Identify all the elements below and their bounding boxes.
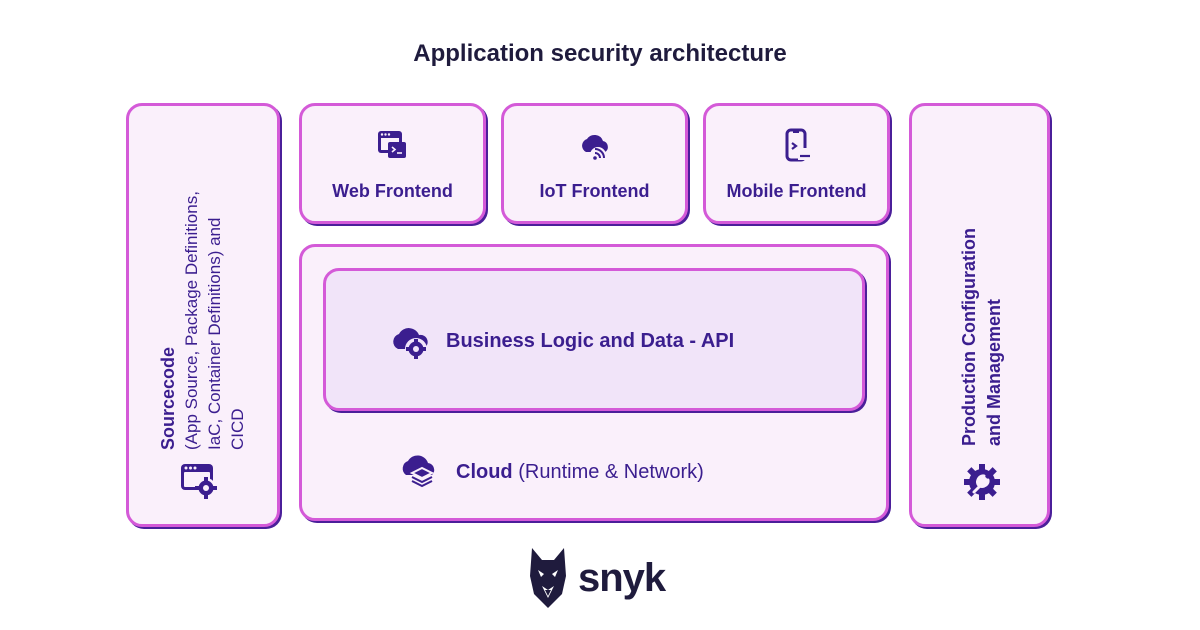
mobile-frontend-box: Mobile Frontend [703, 103, 890, 224]
browser-gear-icon [181, 464, 217, 499]
sourcecode-heading: Sourcecode [158, 346, 178, 450]
snyk-wordmark: snyk [578, 555, 666, 600]
diagram-title: Application security architecture [413, 40, 787, 67]
production-line-2: and Management [984, 298, 1004, 446]
mobile-terminal-icon [785, 128, 812, 162]
cloud-label: Cloud (Runtime & Network) [456, 461, 704, 484]
cloud-signal-icon [581, 134, 608, 162]
production-line-1: Production Configuration [959, 228, 979, 446]
production-box [909, 103, 1050, 527]
gear-wrench-icon [964, 464, 1000, 500]
api-box [323, 268, 865, 411]
mobile-frontend-label: Mobile Frontend [726, 181, 867, 201]
sourcecode-box [126, 103, 280, 527]
cloud-row: Cloud (Runtime & Network) [400, 452, 704, 492]
web-frontend-label: Web Frontend [332, 181, 453, 201]
snyk-dog-logo [530, 548, 566, 608]
web-frontend-box: Web Frontend [299, 103, 486, 224]
iot-frontend-box: IoT Frontend [501, 103, 688, 224]
cloud-label-bold: Cloud [456, 460, 513, 483]
cloud-label-rest: (Runtime & Network) [518, 460, 704, 483]
snyk-logo: snyk [528, 545, 666, 611]
browser-terminal-icon [377, 131, 406, 158]
sourcecode-line-3: CICD [228, 408, 247, 450]
cloud-layers-icon [402, 455, 435, 489]
sourcecode-line-1: (App Source, Package Definitions, [182, 191, 201, 450]
api-row: Business Logic and Data - API [390, 320, 734, 362]
iot-frontend-label: IoT Frontend [539, 181, 650, 201]
cloud-gear-icon [393, 328, 428, 360]
sourcecode-line-2: IaC, Container Definitions) and [205, 217, 224, 450]
api-label: Business Logic and Data - API [446, 329, 735, 352]
